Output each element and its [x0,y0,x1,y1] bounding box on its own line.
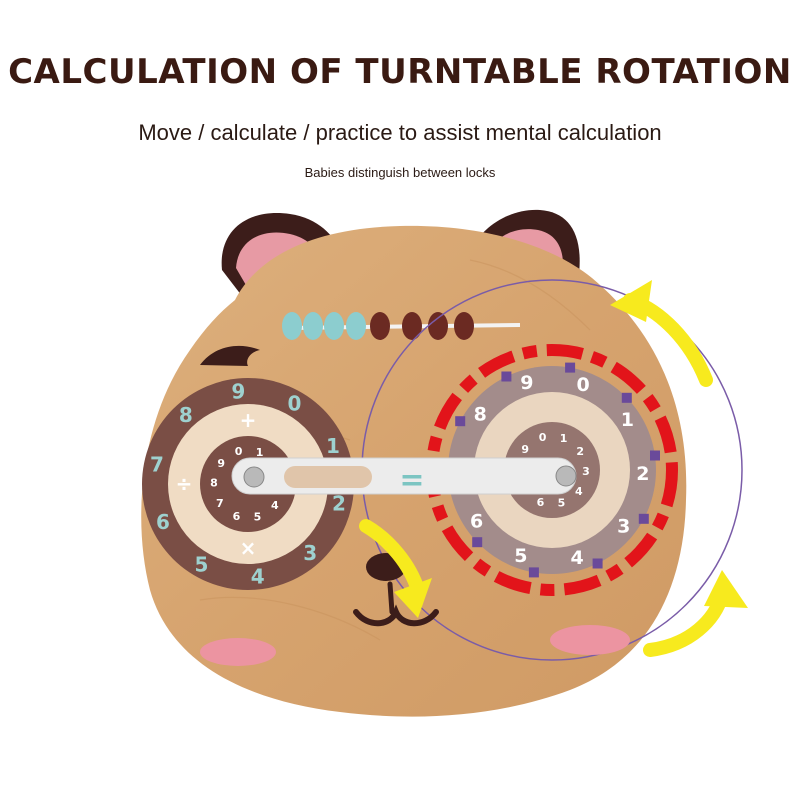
left-dial-inner-number: 0 [235,445,243,458]
right-dial-inner-number: 4 [575,485,583,498]
right-dial-inner-number: 1 [560,432,568,445]
purple-tick [501,371,512,382]
right-cheek [550,625,630,655]
left-dial-outer-number: 4 [251,565,265,589]
right-dial-outer-number: 1 [621,409,634,431]
purple-tick [455,416,466,427]
abacus-bead[interactable] [324,312,344,340]
right-dial-outer-number: 8 [474,404,487,426]
left-slider-screw [243,466,265,488]
right-dial-inner-number: 9 [521,443,529,456]
left-dial-outer-number: 2 [332,491,346,515]
abacus-bead[interactable] [282,312,302,340]
left-dial-inner-number: 9 [217,457,225,470]
rotation-arrow-top [610,280,713,387]
purple-tick [638,513,649,524]
left-dial-outer-number: 9 [231,380,245,404]
purple-tick [528,567,539,578]
left-dial-inner-number: 6 [233,510,241,523]
right-dial-inner-number: 5 [558,497,566,510]
abacus-bead[interactable] [454,312,474,340]
abacus-bead[interactable] [428,312,448,340]
page-subtitle: Move / calculate / practice to assist me… [138,120,662,145]
left-cheek [200,638,276,666]
left-dial-inner-number: 7 [216,497,224,510]
right-dial-outer-number: 4 [570,547,583,569]
right-dial-outer-number: 9 [520,372,533,394]
purple-tick [472,537,483,548]
abacus-bead[interactable] [303,312,323,340]
left-dial-operator: × [240,536,257,560]
right-dial-outer-number: 6 [470,511,483,533]
right-slider-screw [555,465,577,487]
left-dial-outer-number: 7 [150,453,164,477]
left-dial-outer-number: 0 [288,392,302,416]
rotation-arrow-left [359,519,432,618]
right-dial-inner-number: 6 [537,496,545,509]
left-dial-outer-number: 5 [195,553,209,577]
left-dial-outer-number: 3 [303,541,317,565]
purple-tick [592,558,603,569]
right-dial-inner-number: 2 [576,445,584,458]
left-dial-outer-number: 1 [326,434,340,458]
left-dial-outer-number: 8 [179,403,193,427]
left-dial-inner-number: 4 [271,499,279,512]
abacus [282,312,521,340]
right-dial-outer-number: 2 [636,463,649,485]
abacus-bead[interactable] [346,312,366,340]
page-title: CALCULATION OF TURNTABLE ROTATION [8,52,792,92]
left-dial-inner-number: 5 [254,511,262,524]
abacus-bead[interactable] [370,312,390,340]
right-dial-inner-number: 3 [582,465,590,478]
purple-tick [650,450,660,461]
slider-equals-sign: = [399,463,424,498]
right-dial-outer-number: 0 [576,374,589,396]
left-dial-outer-number: 6 [156,510,170,534]
left-dial-operator: ÷ [176,472,193,496]
abacus-bead[interactable] [402,312,422,340]
slider-bar[interactable]: = [231,457,577,498]
eyebrow [200,345,260,366]
page-caption: Babies distinguish between locks [304,165,496,180]
rotation-arrow-bottom-right [643,570,748,657]
right-dial-inner-number: 0 [539,431,547,444]
purple-tick [621,392,632,403]
left-dial-inner-number: 8 [210,477,218,490]
right-dial-outer-number: 5 [514,545,527,567]
right-dial-outer-number: 3 [617,516,630,538]
left-dial-operator: + [240,408,257,432]
purple-tick [565,362,576,373]
left-dial-inner-number: 1 [256,446,264,459]
